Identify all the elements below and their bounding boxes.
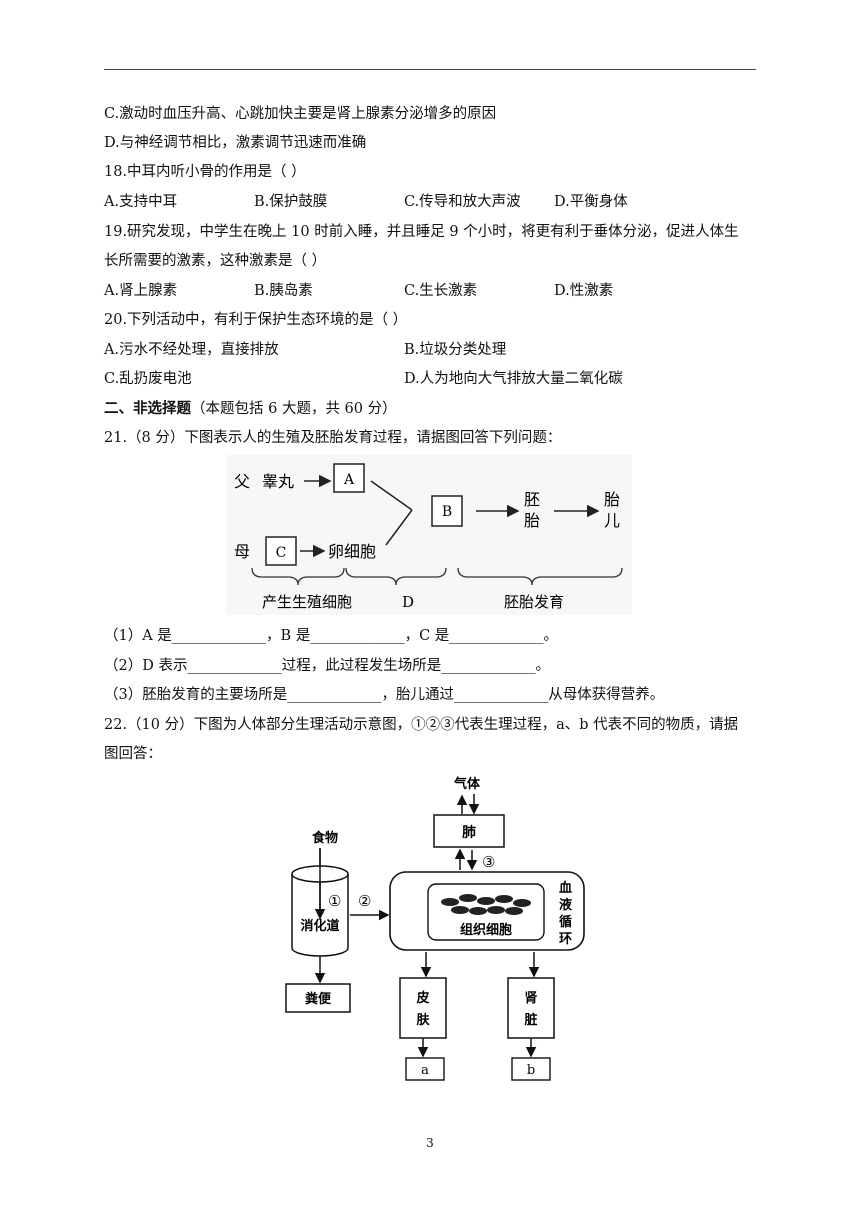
q19-option-b: B.胰岛素 [254, 283, 313, 299]
kidney-box [507, 977, 555, 1039]
q21-part-1: （1）A 是_____________，B 是_____________，C 是… [104, 628, 559, 644]
q20-option-b: B.垃圾分类处理 [404, 342, 507, 358]
q21-stem: 21.（8 分）下图表示人的生殖及胚胎发育过程，请据图回答下列问题： [104, 430, 562, 446]
brace-development [457, 567, 623, 586]
box-b-label: B [442, 504, 452, 520]
lung-box [433, 814, 505, 848]
brace-gamete [251, 567, 345, 586]
diagram1-background [226, 455, 632, 615]
output-a-box [405, 1057, 445, 1081]
q20-stem: 20.下列活动中，有利于保护生态环境的是（ ） [104, 312, 408, 328]
q20-option-d: D.人为地向大气排放大量二氧化碳 [404, 371, 623, 387]
q20-option-c: C.乱扔废电池 [104, 371, 192, 387]
box-b [431, 495, 463, 527]
section-2-title: 二、非选择题 [104, 400, 191, 417]
d-label: D [402, 593, 414, 611]
q18-stem: 18.中耳内听小骨的作用是（ ） [104, 164, 306, 180]
kidney-char-1: 肾 [524, 991, 538, 1006]
box-a-label: A [343, 472, 355, 488]
box-c-label: C [276, 545, 287, 561]
page-number: 3 [426, 1136, 434, 1150]
digestive-label: 消化道 [300, 918, 339, 934]
feces-box [285, 983, 351, 1013]
kidney-char-2: 脏 [524, 1012, 537, 1028]
q19-option-a: A.肾上腺素 [104, 283, 178, 299]
q17-option-d: D.与神经调节相比，激素调节迅速而准确 [104, 135, 367, 151]
q19-stem-2: 长所需要的激素，这种激素是（ ） [104, 253, 327, 269]
physiology-diagram: 气体 肺 ③ 食物 ① 消化道 ② 粪便 组织细胞 血 液 循 环 皮 肤 肾 … [285, 776, 585, 1081]
q18-option-c: C.传导和放大声波 [404, 194, 521, 210]
q19-stem-1: 19.研究发现，中学生在晚上 10 时前入睡，并且睡足 9 个小时，将更有利于垂… [104, 224, 739, 240]
box-c [265, 536, 297, 566]
process-3-label: ③ [482, 853, 495, 871]
tissue-cells [441, 894, 531, 915]
q20-option-a: A.污水不经处理，直接排放 [104, 342, 279, 358]
section-2-note: （本题包括 6 大题，共 60 分） [191, 401, 397, 417]
embryo-label-2: 胎 [524, 511, 540, 530]
box-a [333, 463, 365, 493]
circulation-char-4: 环 [559, 932, 572, 947]
food-label: 食物 [312, 830, 338, 846]
q21-part-3: （3）胚胎发育的主要场所是_____________，胎儿通过_________… [104, 687, 665, 703]
skin-char-1: 皮 [415, 990, 429, 1006]
egg-label: 卵细胞 [328, 542, 376, 561]
q18-option-a: A.支持中耳 [104, 194, 178, 210]
process-2-label: ② [358, 892, 371, 910]
q22-stem-1: 22.（10 分）下图为人体部分生理活动示意图，①②③代表生理过程，a、b 代表… [104, 717, 739, 733]
skin-box [399, 977, 447, 1039]
reproduction-diagram: 父 睾丸 A 母 C 卵细胞 B 胚 胎 胎 儿 产生生殖细胞 D 胚胎发育 [226, 455, 632, 615]
header-rule [104, 69, 756, 70]
q19-option-d: D.性激素 [554, 283, 614, 299]
circulation-char-1: 血 [559, 880, 572, 896]
section-2-heading: 二、非选择题（本题包括 6 大题，共 60 分） [104, 399, 397, 419]
brace-d [345, 567, 447, 586]
q21-part-2: （2）D 表示_____________过程，此过程发生场所是_________… [104, 658, 550, 674]
output-b-box [511, 1057, 551, 1081]
fetus-label-1: 胎 [604, 490, 620, 509]
lung-label: 肺 [462, 825, 476, 841]
fetus-label-2: 儿 [604, 511, 620, 530]
q17-option-c: C.激动时血压升高、心跳加快主要是肾上腺素分泌增多的原因 [104, 106, 497, 122]
mother-label: 母 [234, 542, 250, 561]
embryo-label-1: 胚 [524, 490, 540, 509]
feces-label: 粪便 [305, 991, 332, 1007]
q22-stem-2: 图回答： [104, 746, 162, 762]
q18-option-d: D.平衡身体 [554, 194, 628, 210]
circulation-char-3: 循 [559, 914, 572, 930]
q18-option-b: B.保护鼓膜 [254, 194, 328, 210]
development-label: 胚胎发育 [504, 593, 564, 611]
tissue-label: 组织细胞 [460, 922, 512, 938]
process-1-label: ① [328, 892, 341, 910]
line-a-b [370, 480, 413, 511]
gamete-label: 产生生殖细胞 [262, 593, 352, 611]
father-label: 父 [234, 472, 250, 491]
output-b-label: b [527, 1063, 535, 1078]
q19-option-c: C.生长激素 [404, 283, 478, 299]
circulation-char-2: 液 [559, 897, 572, 913]
gas-label: 气体 [454, 776, 481, 792]
output-a-label: a [421, 1063, 429, 1078]
skin-char-2: 肤 [416, 1013, 430, 1028]
line-egg-b [385, 509, 413, 546]
testis-label: 睾丸 [262, 472, 294, 491]
